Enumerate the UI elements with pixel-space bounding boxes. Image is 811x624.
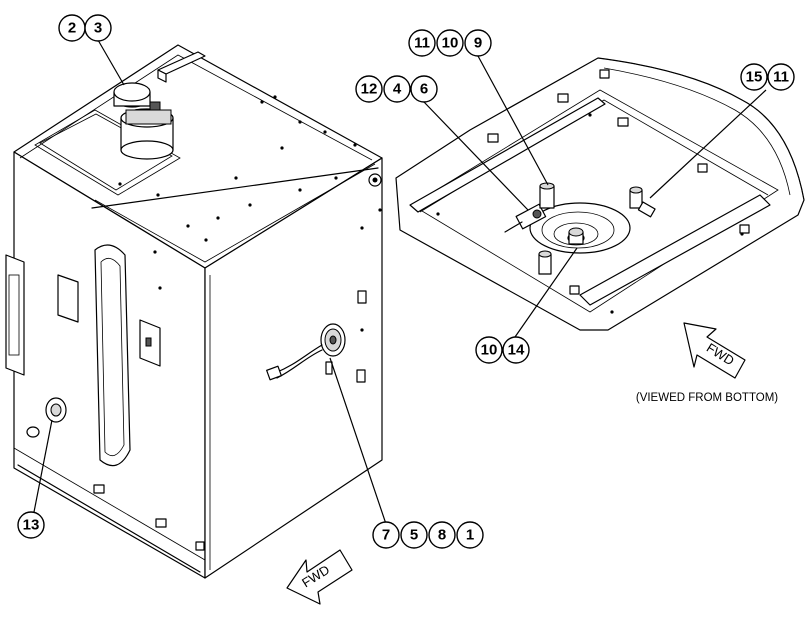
standoff <box>538 250 552 275</box>
drain-fitting <box>26 397 67 438</box>
callout-label: 5 <box>410 527 418 544</box>
sight-window <box>94 244 131 467</box>
side-fitting <box>629 186 656 218</box>
leader-lines <box>33 39 767 525</box>
callout-10-14: 10 14 <box>475 336 530 364</box>
callout-label: 14 <box>508 342 525 359</box>
fwd-arrow-right: FWD <box>683 322 746 379</box>
tank-assembly <box>5 44 383 579</box>
callout-12-4-6: 12 4 6 <box>355 75 438 103</box>
callout-7-5-8-1: 7 5 8 1 <box>372 521 484 549</box>
callout-label: 10 <box>442 35 459 52</box>
drain-boss <box>529 202 631 254</box>
callout-label: 10 <box>481 342 498 359</box>
bottom-view-assembly <box>395 57 805 331</box>
hinge-bracket <box>5 254 25 376</box>
rivets <box>118 95 382 332</box>
callout-11-10-9: 11 10 9 <box>408 29 492 57</box>
callout-label: 9 <box>474 35 482 52</box>
viewed-from-bottom-note: (VIEWED FROM BOTTOM) <box>636 392 778 404</box>
pan-slots <box>487 69 750 295</box>
callout-label: 1 <box>466 527 474 544</box>
callout-label: 8 <box>438 527 446 544</box>
callout-label: 2 <box>68 20 76 37</box>
callout-label: 15 <box>746 69 763 86</box>
callout-15-11: 15 11 <box>740 63 795 91</box>
callout-label: 12 <box>361 81 378 98</box>
callout-label: 13 <box>23 517 40 534</box>
callout-13: 13 <box>17 511 45 539</box>
fwd-arrow-left: FWD <box>286 549 353 605</box>
callout-label: 7 <box>382 527 390 544</box>
callout-label: 3 <box>94 20 102 37</box>
callout-label: 11 <box>773 69 789 86</box>
sensor-connector <box>266 323 346 381</box>
callout-label: 4 <box>393 81 402 98</box>
callout-label: 11 <box>414 35 430 52</box>
filler-cap <box>113 82 174 160</box>
pan-rivets <box>436 113 744 314</box>
callout-2-3: 2 3 <box>58 14 112 42</box>
callout-label: 6 <box>420 81 428 98</box>
